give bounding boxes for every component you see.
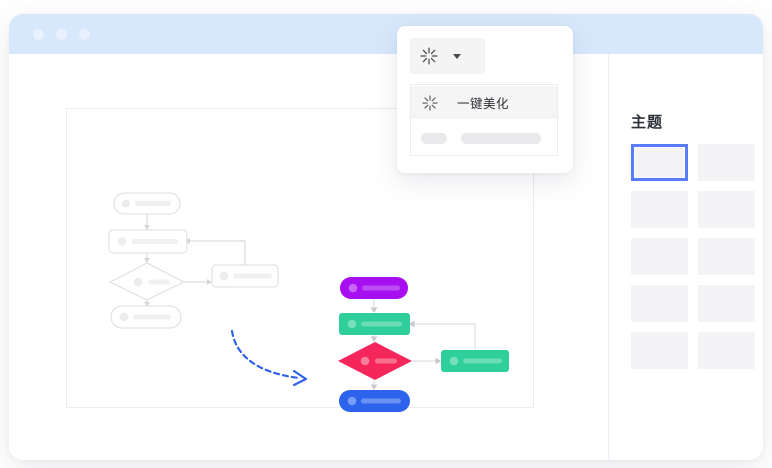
theme-swatch-7[interactable]	[698, 285, 755, 322]
panel-divider	[608, 54, 609, 460]
theme-swatch-5[interactable]	[698, 238, 755, 275]
beautify-dropdown-card: 一键美化	[397, 26, 573, 173]
beautify-toolbar-button[interactable]	[410, 38, 485, 74]
theme-swatch-4[interactable]	[631, 238, 688, 275]
window-dot-maximize[interactable]	[79, 29, 90, 40]
app-window: 主题	[9, 14, 763, 460]
theme-swatch-1[interactable]	[698, 144, 755, 181]
placeholder-icon-bar	[421, 132, 447, 144]
sparkle-icon	[419, 46, 439, 66]
theme-swatch-grid	[631, 144, 755, 369]
theme-panel: 主题	[609, 54, 763, 460]
window-dot-close[interactable]	[33, 29, 44, 40]
placeholder-label-bar	[461, 132, 541, 144]
window-body: 主题	[9, 54, 763, 460]
menu-item-placeholder[interactable]	[411, 123, 557, 153]
title-bar	[9, 14, 763, 54]
beautify-dropdown-menu: 一键美化	[410, 84, 558, 156]
theme-swatch-2[interactable]	[631, 191, 688, 228]
theme-panel-title: 主题	[631, 114, 664, 131]
theme-swatch-6[interactable]	[631, 285, 688, 322]
theme-swatch-9[interactable]	[698, 332, 755, 369]
menu-item-one-click-beautify[interactable]: 一键美化	[411, 86, 557, 119]
theme-swatch-3[interactable]	[698, 191, 755, 228]
chevron-down-icon[interactable]	[453, 53, 461, 59]
sparkle-icon	[421, 94, 439, 112]
window-dot-minimize[interactable]	[56, 29, 67, 40]
theme-swatch-8[interactable]	[631, 332, 688, 369]
theme-swatch-0-selected[interactable]	[631, 144, 688, 181]
menu-item-label: 一键美化	[457, 97, 510, 111]
